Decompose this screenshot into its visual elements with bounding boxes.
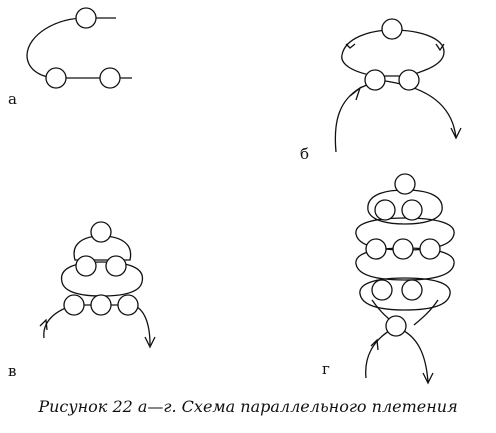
panel-g-bead-r2-3	[419, 238, 441, 260]
panel-b-bead-top	[381, 18, 403, 40]
panel-v-bead-mid-left	[75, 255, 97, 277]
panel-a-bead-bottom-left	[45, 67, 67, 89]
panel-v-arrow-left	[39, 318, 48, 331]
panel-v-label: в	[8, 362, 17, 380]
panel-v-arrow-right	[144, 336, 156, 349]
panel-g-bead-r2-2	[392, 238, 414, 260]
panel-b-loop	[341, 29, 445, 77]
panel-g-bead-r3-right	[401, 279, 423, 301]
panel-b-bead-bottom-right	[398, 69, 420, 91]
panel-v-bead-bottom-3	[117, 294, 139, 316]
panel-v-bead-mid-right	[105, 255, 127, 277]
panel-g-bead-bottom	[385, 315, 407, 337]
panel-a-label: а	[8, 90, 17, 108]
panel-a	[26, 7, 132, 89]
figure-caption: Рисунок 22 а—г. Схема параллельного плет…	[38, 397, 458, 416]
panel-b-loop-arrow-right	[435, 43, 445, 52]
panel-b-arrow-left	[349, 86, 362, 101]
panel-b-bead-bottom-left	[364, 69, 386, 91]
panel-g	[355, 173, 455, 385]
panel-g-bead-r2-1	[365, 238, 387, 260]
panel-g-loop-4	[359, 277, 451, 311]
panel-g-bead-top	[394, 173, 416, 195]
panel-v-thread-right	[75, 304, 151, 346]
panel-g-arrow-left	[370, 338, 379, 351]
panel-v	[39, 221, 156, 349]
panel-v-bead-bottom-1	[63, 294, 85, 316]
panel-b-arrow-right	[450, 127, 462, 140]
panel-v-bead-bottom-2	[90, 294, 112, 316]
panel-g-bead-r1-left	[374, 199, 396, 221]
panel-g-thread-left	[365, 327, 395, 379]
panel-b-label: б	[300, 145, 310, 163]
panel-b	[334, 18, 462, 153]
panel-v-loop-middle	[61, 261, 143, 297]
panel-g-bead-r1-right	[401, 199, 423, 221]
panel-b-loop-arrow-left	[345, 43, 356, 49]
panel-a-bead-top	[75, 7, 97, 29]
panel-g-loop-1	[367, 189, 443, 225]
panel-v-bead-top	[90, 221, 112, 243]
panel-b-thread-right	[377, 79, 457, 139]
panel-a-thread	[26, 17, 132, 79]
panel-g-arrow-right	[422, 372, 434, 385]
panel-g-bead-r3-left	[371, 279, 393, 301]
panel-g-label: г	[322, 360, 330, 378]
panel-a-bead-bottom-right	[99, 67, 121, 89]
